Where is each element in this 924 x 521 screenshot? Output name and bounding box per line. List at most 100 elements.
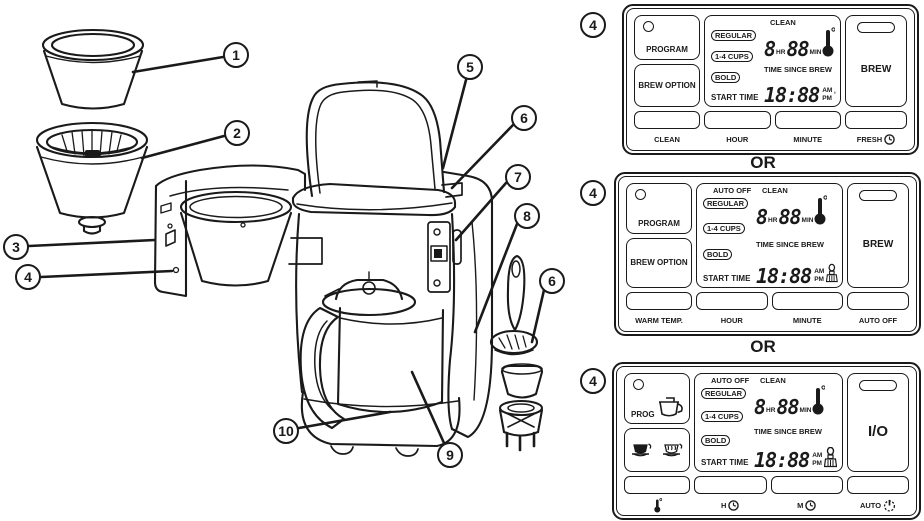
brew-option-button[interactable]: BREW OPTION <box>626 238 692 288</box>
clean-key-label: CLEAN <box>654 135 680 144</box>
start-time-label: START TIME <box>703 273 751 283</box>
program-button[interactable]: PROGRAM <box>626 183 692 235</box>
clock-digits: 18:88 <box>756 263 812 288</box>
time-since-brew-label: TIME SINCE BREW <box>754 426 822 436</box>
filter-basket <box>35 121 149 235</box>
minute-key-label: MINUTE <box>793 135 823 144</box>
lcd-display: CLEAN REGULAR 1-4 CUPS BOLD START TIME 8 <box>704 15 841 107</box>
scoop-brush-icon <box>489 254 539 356</box>
minute-key-label: M <box>797 501 804 510</box>
clock-icon <box>728 500 740 511</box>
bold-mode-badge: BOLD <box>703 248 733 260</box>
hour-key[interactable] <box>694 476 767 494</box>
brew-button-label: BREW <box>862 238 894 250</box>
hour-key-label: HOUR <box>726 135 749 144</box>
callout-leader-lines <box>27 55 546 445</box>
minute-key-label: MINUTE <box>792 316 822 325</box>
minute-key[interactable] <box>774 111 841 129</box>
program-label: PROGRAM <box>646 44 688 54</box>
time-since-brew-label: TIME SINCE BREW <box>764 65 832 74</box>
clean-key[interactable] <box>634 111 700 129</box>
start-time-label: START TIME <box>701 457 749 467</box>
minute-key[interactable] <box>770 476 843 494</box>
power-button-label: I/O <box>867 422 888 440</box>
minute-key[interactable] <box>771 292 843 310</box>
cups-mode-badge: 1-4 CUPS <box>703 223 745 235</box>
cup-regular-icon <box>632 443 652 457</box>
thermometer-icon <box>812 385 826 415</box>
auto-off-key-label: AUTO OFF <box>858 316 898 325</box>
bold-mode-badge: BOLD <box>701 434 731 446</box>
callout-9: 9 <box>437 442 463 468</box>
brew-button[interactable]: BREW <box>845 15 907 107</box>
fresh-key[interactable] <box>845 111 907 129</box>
program-button[interactable]: PROG <box>624 373 690 424</box>
callout-8: 8 <box>514 203 540 229</box>
brew-button[interactable]: BREW <box>847 183 909 288</box>
hour-key[interactable] <box>696 292 768 310</box>
clean-brush-icon <box>834 91 836 94</box>
program-label: PROGRAM <box>638 219 680 229</box>
clean-indicator: CLEAN <box>770 18 796 27</box>
carafe-icon <box>659 397 683 417</box>
min-digits: 88 <box>778 204 801 229</box>
hr-label: HR <box>776 49 786 56</box>
pm-indicator: PM <box>814 275 824 283</box>
brew-indicator-light <box>857 22 895 33</box>
brew-indicator-light <box>859 190 897 201</box>
pm-indicator: PM <box>822 94 832 102</box>
start-time-label: START TIME <box>711 93 759 102</box>
callout-5: 5 <box>457 54 483 80</box>
clock-digits: 18:88 <box>754 447 810 472</box>
auto-key-label: AUTO <box>859 501 882 510</box>
brew-option-label: BREW OPTION <box>630 258 688 268</box>
callout-6b: 6 <box>539 268 565 294</box>
am-indicator: AM <box>822 87 833 95</box>
basket-holder <box>153 164 323 298</box>
power-icon <box>883 499 896 512</box>
min-digits: 88 <box>776 394 799 419</box>
hr-label: HR <box>766 407 776 414</box>
lcd-display: AUTO OFF CLEAN REGULAR 1-4 CUPS BOLD STA… <box>694 373 843 472</box>
clean-indicator: CLEAN <box>762 186 788 195</box>
clock-digits: 18:88 <box>764 82 820 107</box>
program-indicator-light <box>633 379 644 390</box>
control-panel-2: PROGRAM BREW OPTION AUTO OFF CLEAN REGUL… <box>614 172 921 336</box>
warm-temp-key-label: WARM TEMP. <box>635 316 683 325</box>
auto-off-indicator: AUTO OFF <box>713 186 752 195</box>
hour-key-label: HOUR <box>720 316 743 325</box>
brew-strength-button[interactable] <box>624 428 690 472</box>
brew-button-label: BREW <box>860 64 892 75</box>
clean-brush-icon <box>824 447 838 468</box>
water-window <box>452 229 462 265</box>
pod-cup <box>500 363 544 399</box>
auto-off-key[interactable] <box>847 292 909 310</box>
warm-temp-key[interactable] <box>624 476 690 494</box>
callout-3: 3 <box>3 234 29 260</box>
brew-option-button[interactable]: BREW OPTION <box>634 63 700 107</box>
machine-lid <box>305 80 463 198</box>
auto-key[interactable] <box>847 476 909 494</box>
power-indicator-light <box>859 380 897 391</box>
program-button[interactable]: PROGRAM <box>634 15 700 60</box>
am-indicator: AM <box>814 268 825 276</box>
coffee-maker-illustration <box>27 28 546 457</box>
regular-mode-badge: REGULAR <box>703 198 749 209</box>
hour-key-label: H <box>721 501 727 510</box>
panel2-callout: 4 <box>580 180 606 206</box>
callout-2: 2 <box>224 120 250 146</box>
callout-6: 6 <box>511 105 537 131</box>
bold-mode-badge: BOLD <box>711 72 741 83</box>
cups-mode-badge: 1-4 CUPS <box>701 411 743 423</box>
hour-key[interactable] <box>704 111 771 129</box>
clock-icon <box>884 134 895 145</box>
warm-temp-key[interactable] <box>626 292 692 310</box>
clean-brush-icon <box>826 263 838 283</box>
program-indicator-light <box>635 189 646 200</box>
cup-bold-icon <box>663 443 683 457</box>
time-since-brew-label: TIME SINCE BREW <box>756 239 824 249</box>
fresh-key-label: FRESH <box>856 135 883 144</box>
callout-7: 7 <box>505 164 531 190</box>
power-button[interactable]: I/O <box>847 373 909 472</box>
callout-1: 1 <box>223 42 249 68</box>
